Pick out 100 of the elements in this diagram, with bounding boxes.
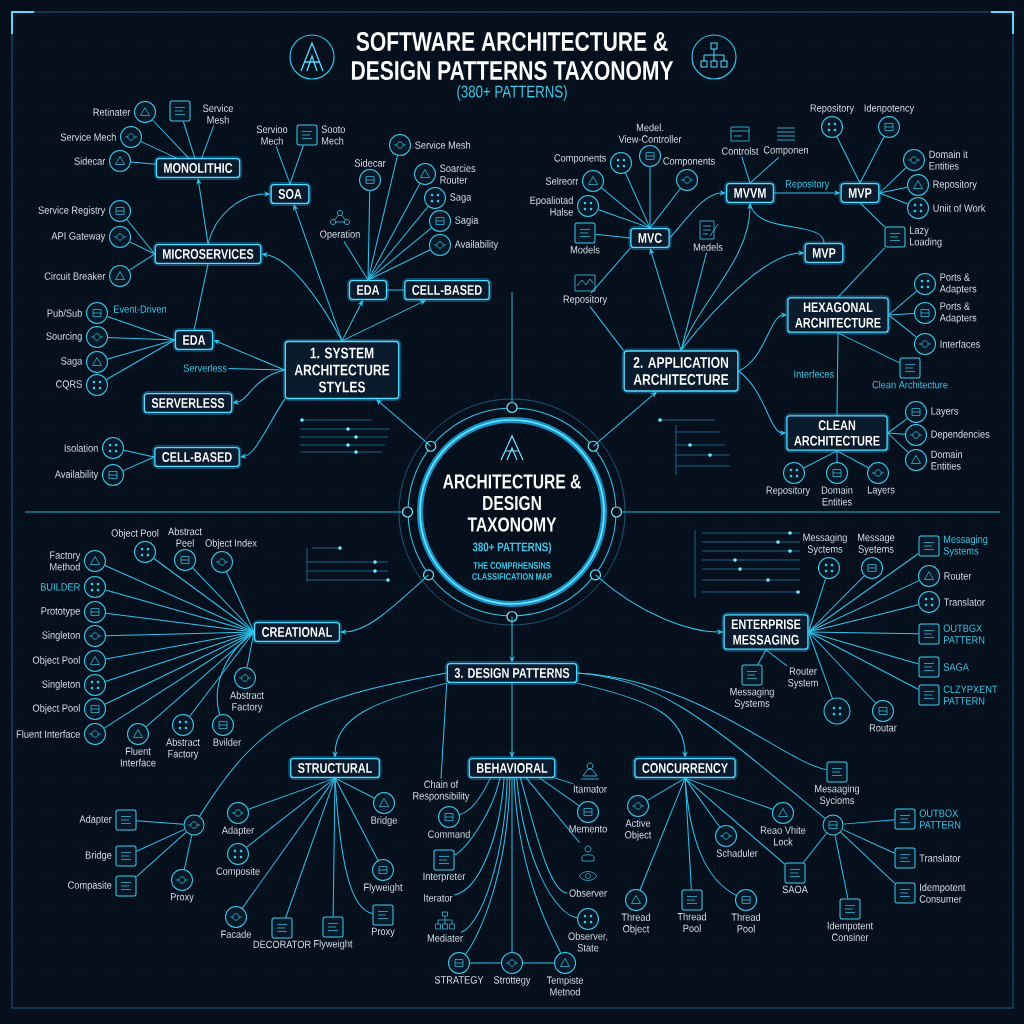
connector-line <box>803 450 838 469</box>
arrow <box>509 682 515 758</box>
icon-label: Adapter <box>221 826 254 836</box>
arrow <box>213 339 286 371</box>
icon-label: Components <box>663 157 715 167</box>
icon-label: Service Mesh <box>415 141 471 149</box>
icon-label: Bridge <box>371 816 397 826</box>
connector-line <box>454 777 501 856</box>
connector-line <box>554 777 574 785</box>
icon-label: OUTBOX PATTERN <box>919 809 961 829</box>
connector-line <box>741 156 751 184</box>
connector-line <box>106 339 176 380</box>
connector-line <box>189 631 255 717</box>
connector-line <box>525 777 581 844</box>
category-box: MICROSERVICES <box>152 242 264 266</box>
icon-label: Bridge <box>85 851 112 861</box>
category-box: CLEAN ARCHITECTURE <box>784 413 890 453</box>
category-box: SERVERLESS <box>141 391 235 415</box>
icon-label: SAOA <box>782 885 808 894</box>
connector-line <box>129 241 156 255</box>
connector-line <box>128 253 156 271</box>
annotation: Event-Driven <box>114 305 167 313</box>
arrow <box>773 190 840 196</box>
connector-line <box>589 306 625 351</box>
category-box: CELL-BASED <box>402 278 492 302</box>
connector-line <box>192 567 255 633</box>
connector-line <box>680 252 708 351</box>
icon-label: Layers <box>867 486 895 496</box>
connector-line <box>684 777 692 890</box>
connector-line <box>334 777 373 914</box>
icon-label: Prototype <box>41 607 80 617</box>
icon-label: STRATEGY <box>434 976 484 984</box>
icon-label: Repository <box>933 180 977 190</box>
connector-line <box>601 187 651 229</box>
connector-line <box>595 233 631 239</box>
pattern-label: Mediater <box>427 934 463 942</box>
connector-line <box>136 828 185 852</box>
icon-label: Interpreter <box>423 872 466 883</box>
icon-label: API Gateway <box>51 232 106 242</box>
connector-line <box>241 777 336 909</box>
connector-line <box>343 241 369 281</box>
person-icon <box>581 845 595 862</box>
icon-label: Saga <box>61 357 83 367</box>
connector-line <box>123 449 155 458</box>
pattern-label: Observer <box>569 889 607 897</box>
connector-line <box>107 339 176 360</box>
connector-line <box>182 121 196 159</box>
connector-line <box>459 777 491 815</box>
icon-label: Messaging Systems <box>730 687 774 710</box>
arrow <box>207 191 270 245</box>
connector-line <box>285 777 336 918</box>
icon-label: Sidecar <box>74 157 106 165</box>
icon-label: Flyweight <box>314 939 353 950</box>
arrow <box>332 682 448 758</box>
icon-label: Circuit Breaker <box>44 272 106 280</box>
connector-line <box>386 289 405 291</box>
connector-line <box>152 119 189 159</box>
icon-label: Factory Method <box>50 551 81 571</box>
arrow <box>376 399 432 447</box>
icon-label: Object Pool <box>32 704 80 714</box>
icon-label: Components <box>554 154 606 164</box>
icon-label: BUILDER <box>41 583 80 591</box>
pattern-count: 380+ PATTERNS) <box>472 542 552 554</box>
connector-line <box>516 777 578 919</box>
connector-line <box>247 777 336 810</box>
icon-label: Service Registry <box>38 206 106 216</box>
category-box: SOA <box>268 182 312 206</box>
pattern-label: Service Mesh <box>203 104 233 124</box>
connector-line <box>888 314 917 338</box>
category-box: EDA <box>172 328 216 352</box>
icon-label: Abstract Factory <box>230 691 264 713</box>
icon-label: Proxy <box>371 927 395 938</box>
icon-label: Medel. View-Controller <box>618 123 682 143</box>
connector-line <box>808 575 865 633</box>
icon-label: Translator <box>919 854 961 862</box>
connector-line <box>879 192 909 205</box>
icon-label: Idenpotency <box>864 104 915 114</box>
connector-line <box>879 186 908 194</box>
connector-line <box>183 834 193 870</box>
connector-line <box>367 155 398 281</box>
pattern-label: Repository <box>563 295 608 305</box>
connector-line <box>837 247 886 298</box>
icon-label: Sagia <box>455 216 479 226</box>
arrow <box>233 369 286 405</box>
icon-label: Thread Object <box>621 913 651 935</box>
connector-line <box>590 247 631 294</box>
category-box: BEHAVIORAL <box>466 756 558 780</box>
icon-label: Soarcies Router <box>440 164 476 184</box>
category-box: ENTERPRISE MESSAGING <box>721 612 811 652</box>
subtitle: (380+ PATTERNS) <box>457 85 567 101</box>
arrow <box>341 300 363 342</box>
connector-line <box>275 145 291 185</box>
icon-label: Clean Architecture <box>872 380 948 389</box>
category-box: 2. APPLICATION ARCHITECTURE <box>621 348 741 394</box>
square-icon <box>169 100 191 122</box>
pattern-label: Serverless <box>183 364 227 372</box>
category-box: CELL-BASED <box>152 445 242 469</box>
connector-line <box>104 565 255 633</box>
connector-line <box>226 571 255 633</box>
category-box: STRUCTURAL <box>288 756 382 780</box>
